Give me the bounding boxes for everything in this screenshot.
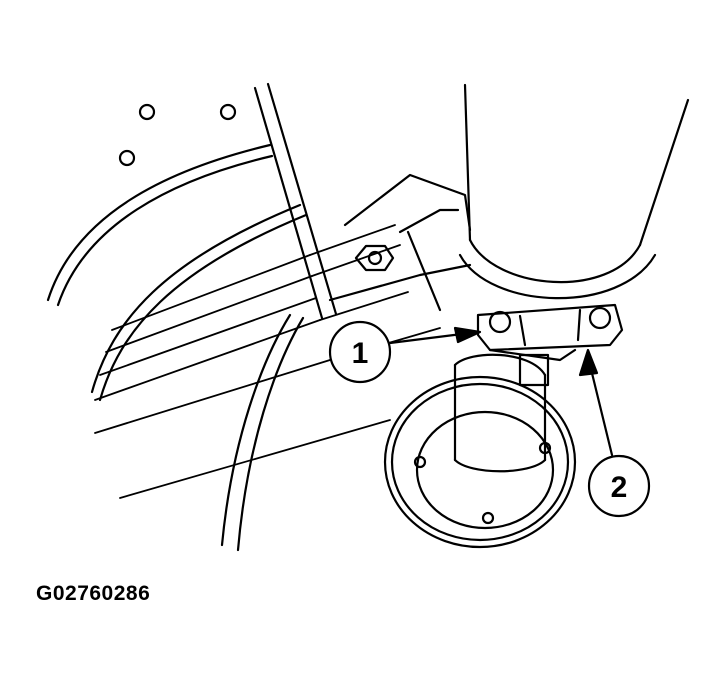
wheel-arch xyxy=(46,143,308,402)
callout-2-label: 2 xyxy=(611,471,628,504)
panel-hole xyxy=(118,149,136,167)
panel-holes xyxy=(118,103,237,167)
panel-hole xyxy=(219,103,237,121)
callout-2-circle xyxy=(587,454,651,518)
clamp-bolt-left xyxy=(488,310,512,334)
arch-outer-curve xyxy=(46,143,272,302)
disc-outer xyxy=(383,375,577,549)
bracket-nut xyxy=(354,244,395,272)
stabilizer-link xyxy=(220,82,338,552)
arrowhead-1 xyxy=(453,326,482,344)
arch-inner-curve xyxy=(90,203,302,394)
pinch-bolt-block xyxy=(518,353,550,387)
strut-lower-body xyxy=(453,353,547,473)
callout-1: 1 xyxy=(328,320,392,384)
disc-hat xyxy=(415,410,555,530)
clamp-bolt-right xyxy=(588,306,612,330)
brake-line-b xyxy=(236,316,305,552)
arch-inner-curve-2 xyxy=(98,213,308,402)
tube-right-edge xyxy=(638,98,690,247)
link-line-left xyxy=(253,86,324,320)
disc-outer-inner xyxy=(390,382,570,542)
arch-outer-curve-inner xyxy=(56,154,274,307)
strut-clamp xyxy=(476,303,624,387)
wheel-stud xyxy=(413,455,427,469)
wheel-stud xyxy=(538,441,552,455)
panel-hole xyxy=(138,103,156,121)
leader-line-2 xyxy=(588,363,614,457)
figure-id: G02760286 xyxy=(36,582,151,605)
clamp-body xyxy=(476,303,624,352)
brake-line-a xyxy=(220,313,292,547)
tube-collar-arc xyxy=(458,253,657,300)
upper-bracket xyxy=(328,173,472,312)
tube-bottom-arc xyxy=(468,238,642,284)
strut-upper-tube xyxy=(458,83,690,300)
link-line-right xyxy=(266,82,338,316)
wheel-stud xyxy=(481,511,495,525)
tube-left-edge xyxy=(463,83,472,242)
arrowhead-2 xyxy=(578,348,599,377)
leader-arrows xyxy=(388,326,614,457)
brake-disc xyxy=(383,375,577,549)
callout-1-label: 1 xyxy=(352,337,369,370)
nut-center xyxy=(367,250,383,266)
callout-1-circle xyxy=(328,320,392,384)
callout-2: 2 xyxy=(587,454,651,518)
nut-hex xyxy=(354,244,395,272)
